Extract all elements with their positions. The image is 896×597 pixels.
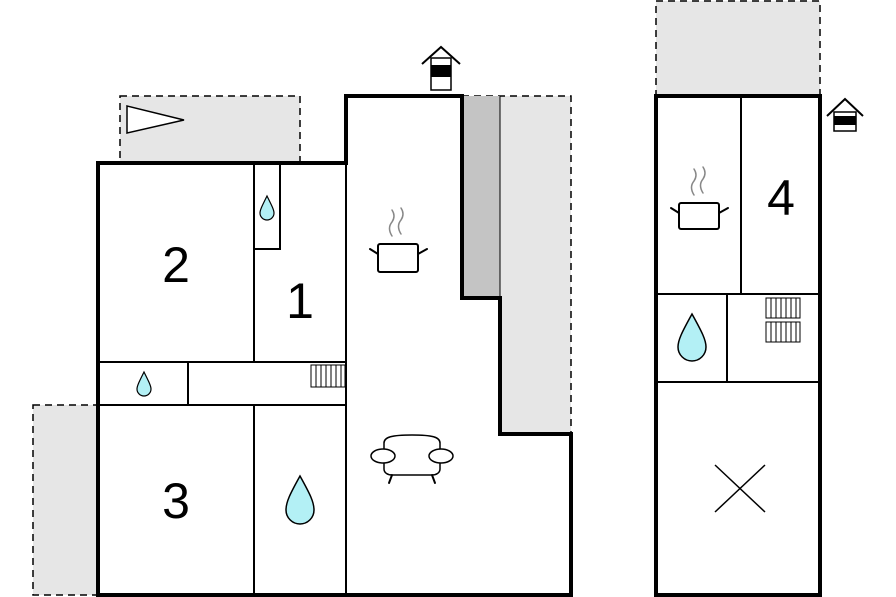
- outdoor-areas: [32, 0, 821, 596]
- shower-niche: [253, 162, 281, 250]
- room-label-3: 3: [162, 473, 190, 529]
- terrace-left: [32, 404, 98, 596]
- radiator-icon: [765, 297, 801, 319]
- radiator-icon: [310, 364, 346, 388]
- entrance-icon: [826, 97, 864, 132]
- terrace-top-right: [655, 0, 821, 96]
- terrace-flag-icon: [126, 105, 185, 134]
- water-drop-icon: [677, 312, 707, 362]
- shaded-strip: [462, 96, 500, 298]
- annex-walls: [654, 94, 822, 597]
- annex-interior: [656, 96, 820, 383]
- water-drop-icon: [136, 370, 152, 397]
- room-label-1: 1: [286, 273, 314, 329]
- kitchen-pot-icon: [369, 207, 428, 273]
- main-house-interior: [98, 162, 347, 595]
- terrace-top-left: [119, 95, 301, 164]
- cross-icon: [714, 464, 766, 513]
- sofa-icon: [370, 434, 454, 484]
- room-label-4: 4: [767, 170, 795, 226]
- water-drop-icon: [285, 474, 315, 525]
- main-house-walls: [96, 94, 573, 597]
- radiator-icon: [765, 321, 801, 343]
- water-drop-icon: [259, 194, 275, 221]
- kitchen-pot-icon: [670, 166, 729, 230]
- room-label-2: 2: [162, 237, 190, 293]
- entrance-icon: [421, 45, 461, 91]
